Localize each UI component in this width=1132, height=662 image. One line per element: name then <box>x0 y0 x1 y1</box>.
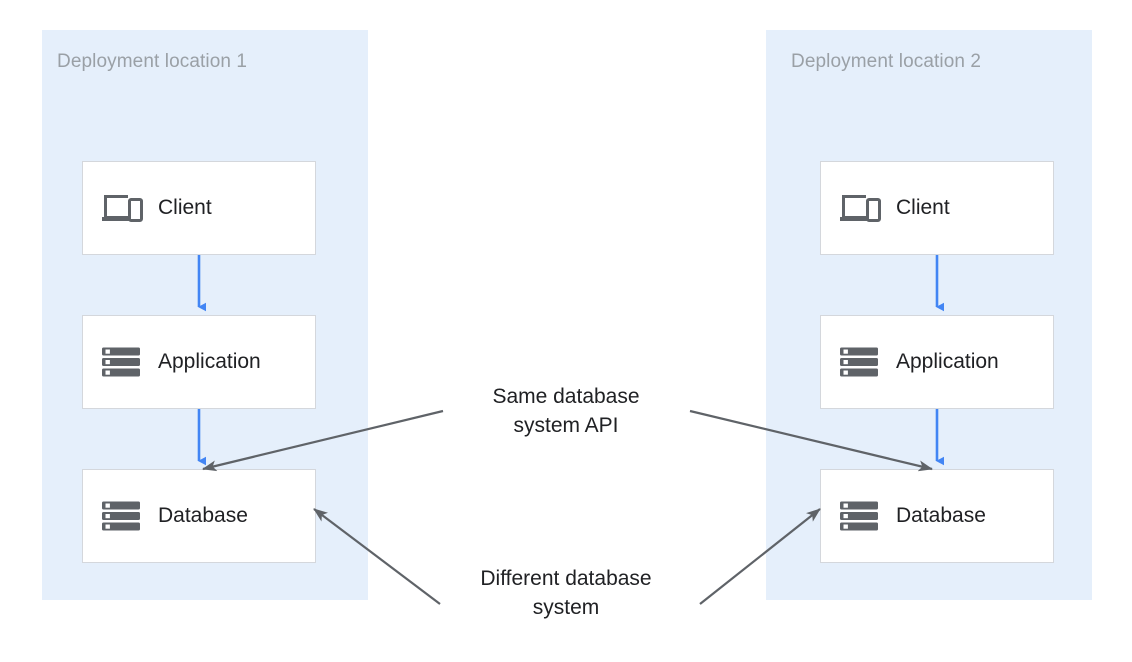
node-application-1-label: Application <box>158 350 261 373</box>
devices-icon <box>840 195 881 222</box>
node-database-1[interactable]: Database <box>82 469 316 563</box>
node-client-1[interactable]: Client <box>82 161 316 255</box>
node-database-2-label: Database <box>896 504 986 527</box>
devices-icon <box>102 195 143 222</box>
node-client-2-label: Client <box>896 196 950 219</box>
server-icon <box>102 347 140 377</box>
server-icon <box>840 347 878 377</box>
node-database-1-label: Database <box>158 504 248 527</box>
node-client-1-label: Client <box>158 196 212 219</box>
annotation-same-database-system-api: Same database system API <box>492 385 640 437</box>
annotation-different-database-system: Different database system <box>480 567 652 619</box>
node-database-2[interactable]: Database <box>820 469 1054 563</box>
zone-1-title: Deployment location 1 <box>57 51 248 72</box>
zone-2-title: Deployment location 2 <box>791 51 982 72</box>
node-application-1[interactable]: Application <box>82 315 316 409</box>
node-client-2[interactable]: Client <box>820 161 1054 255</box>
server-icon <box>102 501 140 531</box>
server-icon <box>840 501 878 531</box>
node-application-2-label: Application <box>896 350 999 373</box>
node-application-2[interactable]: Application <box>820 315 1054 409</box>
